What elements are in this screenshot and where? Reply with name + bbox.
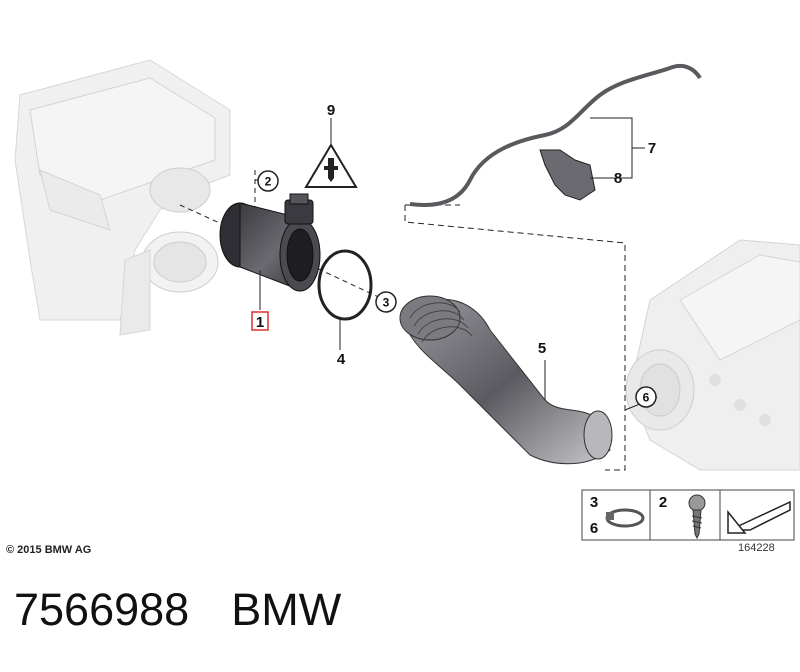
- callout-3: 3: [375, 291, 397, 313]
- intake-manifold: [625, 239, 800, 471]
- callout-4-label: 4: [337, 351, 346, 368]
- callout-7-label: 7: [648, 140, 656, 157]
- screw-icon: [688, 494, 706, 540]
- mass-air-flow-sensor: [219, 193, 321, 292]
- parts-diagram: 2 3 6 1 4 5 7 8 9 3 6 2: [6, 59, 800, 556]
- electrical-warning-icon: [304, 118, 358, 188]
- callout-5-label: 5: [538, 340, 546, 357]
- callout-8-label: 8: [614, 170, 622, 187]
- brand-name: BMW: [231, 584, 342, 635]
- copyright-notice: © 2015 BMW AG: [6, 544, 91, 556]
- callout-9-label: 9: [327, 102, 335, 119]
- air-filter-housing: [14, 59, 231, 336]
- diagram-number: 164228: [738, 542, 775, 554]
- breather-pipe: [409, 63, 702, 207]
- legend-clamp-bottom-label: 6: [590, 520, 598, 537]
- direction-arrow-icon: [727, 500, 791, 534]
- callout-2-label: 2: [265, 175, 272, 189]
- intake-hose: [399, 295, 613, 465]
- footer: 7566988 BMW: [14, 584, 341, 644]
- legend-clamp-top-label: 3: [590, 494, 598, 511]
- o-ring: [317, 249, 373, 350]
- callout-6: 6: [624, 386, 658, 411]
- legend-screw-label: 2: [659, 494, 667, 511]
- hose-clamp-icon: [605, 508, 645, 528]
- callout-1-label: 1: [256, 314, 264, 331]
- callout-1: 1: [251, 270, 269, 331]
- pipe-clip: [539, 149, 608, 201]
- legend-box: 3 6 2: [581, 489, 795, 541]
- part-number: 7566988: [14, 584, 190, 635]
- callout-6-label: 6: [643, 391, 650, 405]
- callout-3-label: 3: [383, 296, 390, 310]
- callout-2: 2: [255, 170, 279, 192]
